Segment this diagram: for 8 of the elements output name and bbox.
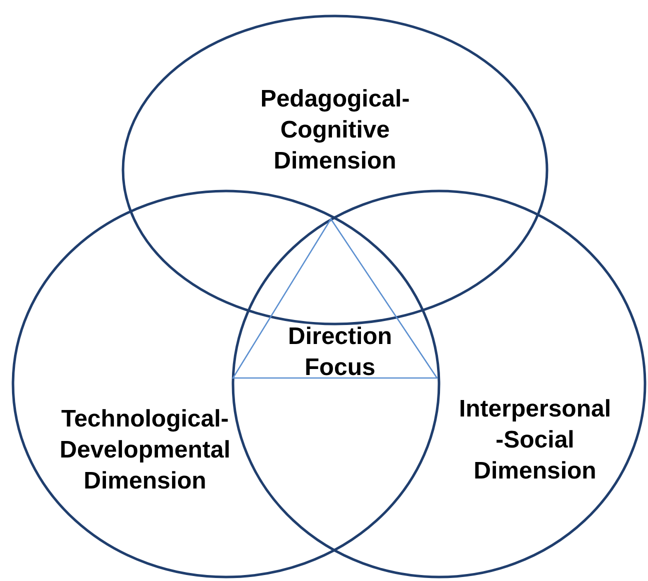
venn-circle [122, 15, 548, 325]
dimension-label: Interpersonal -Social Dimension [458, 394, 612, 486]
triangle [232, 218, 438, 379]
venn-circle [232, 190, 646, 578]
venn-circle [12, 190, 440, 578]
center-label: Direction Focus [288, 322, 392, 383]
dimension-label: Technological- Developmental Dimension [60, 404, 230, 496]
dimension-label: Pedagogical- Cognitive Dimension [260, 84, 410, 176]
